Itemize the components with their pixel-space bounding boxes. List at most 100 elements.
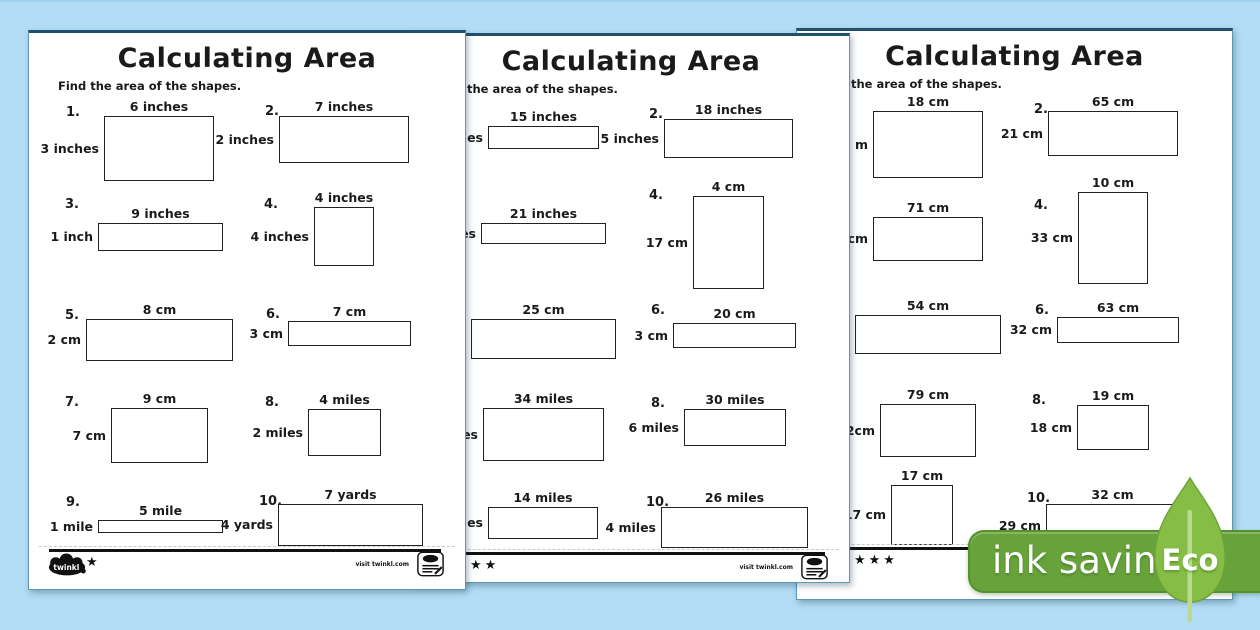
page-title: Calculating Area [885, 41, 1144, 72]
width-label: 25 cm [522, 302, 565, 317]
width-label: 18 cm [906, 94, 950, 109]
shape-rect [1048, 111, 1178, 156]
height-label: cm [847, 231, 868, 246]
shape-rect [481, 223, 606, 244]
width-label: 71 cm [906, 200, 950, 215]
width-label: 65 cm [1091, 94, 1135, 109]
width-label: 4 inches [314, 190, 374, 205]
twinkl-logo-icon: twinkl [48, 553, 86, 576]
problem-number: 2. [265, 104, 279, 119]
width-label: 32 cm [1091, 487, 1134, 502]
problem-number: 6. [1035, 303, 1049, 318]
shape-rect [471, 319, 616, 359]
height-label: 17 cm [645, 234, 688, 250]
problem-number: 6. [266, 307, 280, 322]
problem-number: 8. [651, 396, 665, 411]
problem-number: 2. [1034, 102, 1048, 117]
problem-number: 9. [66, 495, 80, 510]
width-label: 21 inches [509, 206, 578, 221]
width-label: 18 inches [694, 102, 763, 117]
height-label: 4 miles [605, 519, 656, 535]
shape-rect [855, 315, 1001, 354]
problem-number: 7. [65, 395, 79, 410]
height-label: 7 cm [72, 427, 106, 443]
height-label: 2 cm [47, 332, 81, 347]
difficulty-stars: ★★ [470, 558, 500, 573]
svg-text:twinkl: twinkl [53, 563, 79, 572]
shape-rect [86, 319, 233, 361]
shape-rect [308, 409, 381, 456]
height-label: 1 mile [49, 518, 93, 534]
width-label: 9 inches [131, 206, 190, 221]
shape-rect [278, 504, 423, 546]
width-label: 8 cm [142, 302, 177, 317]
worksheet-page-2: Calculating Area the area of the shapes.… [412, 33, 850, 583]
width-label: 7 cm [332, 304, 367, 319]
ink-saving-label: ink saving [992, 539, 1180, 582]
shape-rect [673, 323, 796, 348]
width-label: 9 cm [142, 391, 177, 406]
height-label: 2 inches [215, 131, 274, 147]
shape-rect [488, 507, 598, 539]
width-label: 7 yards [324, 487, 377, 502]
problem-number: 6. [651, 303, 665, 318]
eco-leaf-icon [1154, 476, 1226, 622]
shape-rect [104, 116, 214, 181]
worksheet-page-3: Calculating Area the area of the shapes.… [796, 28, 1233, 600]
twinkl-stamp-icon [417, 551, 444, 577]
instruction-text: the area of the shapes. [851, 77, 1002, 91]
shape-rect [279, 116, 409, 163]
shape-rect [880, 404, 976, 457]
difficulty-stars: ★★★ [854, 553, 898, 568]
shape-rect [314, 207, 374, 266]
problem-number: 5. [65, 308, 79, 323]
height-label: 21 cm [1000, 125, 1043, 141]
shape-rect [664, 119, 793, 158]
height-label: 2 miles [252, 424, 303, 440]
width-label: 30 miles [705, 392, 765, 407]
shape-rect [98, 223, 223, 251]
height-label: 3 cm [634, 327, 668, 343]
shape-rect [488, 126, 599, 149]
worksheet-page-1: Calculating Area Find the area of the sh… [28, 30, 466, 590]
height-label: 33 cm [1030, 230, 1073, 245]
problem-number: 10. [646, 495, 670, 510]
problem-number: 3. [65, 197, 79, 212]
height-label: 1 inch [50, 229, 93, 244]
width-label: 14 miles [513, 490, 573, 505]
problem-number: 4. [1034, 198, 1048, 213]
problem-number: 8. [1032, 393, 1046, 408]
problem-number: 4. [649, 188, 663, 203]
width-label: 4 cm [711, 179, 746, 194]
page-title: Calculating Area [117, 43, 377, 74]
shape-rect [483, 408, 604, 461]
problem-number: 1. [66, 105, 80, 120]
width-label: 26 miles [704, 490, 765, 505]
shape-rect [873, 217, 983, 261]
height-label: 32 cm [1009, 322, 1052, 337]
width-label: 63 cm [1096, 300, 1140, 315]
shape-rect [1077, 405, 1149, 450]
problem-number: 10. [1027, 491, 1051, 506]
height-label: 18 cm [1029, 419, 1072, 435]
perforation-line [423, 549, 839, 550]
page-title: Calculating Area [501, 46, 761, 77]
visit-twinkl-link: visit twinkl.com [355, 561, 409, 568]
width-label: 17 cm [900, 468, 944, 483]
height-label: 4 inches [250, 228, 309, 244]
width-label: 10 cm [1091, 175, 1135, 190]
eco-label: Eco [1161, 543, 1219, 577]
shape-rect [98, 520, 223, 533]
height-label: 4 yards [220, 517, 273, 532]
shape-rect [288, 321, 411, 346]
width-label: 4 miles [319, 392, 370, 407]
width-label: 7 inches [314, 99, 374, 114]
instruction-text: Find the area of the shapes. [58, 79, 242, 93]
shape-rect [684, 409, 786, 446]
shape-rect [1078, 192, 1148, 284]
height-label: 17 cm [843, 507, 886, 522]
width-label: 19 cm [1091, 388, 1135, 403]
height-label: 5 inches [600, 130, 659, 146]
